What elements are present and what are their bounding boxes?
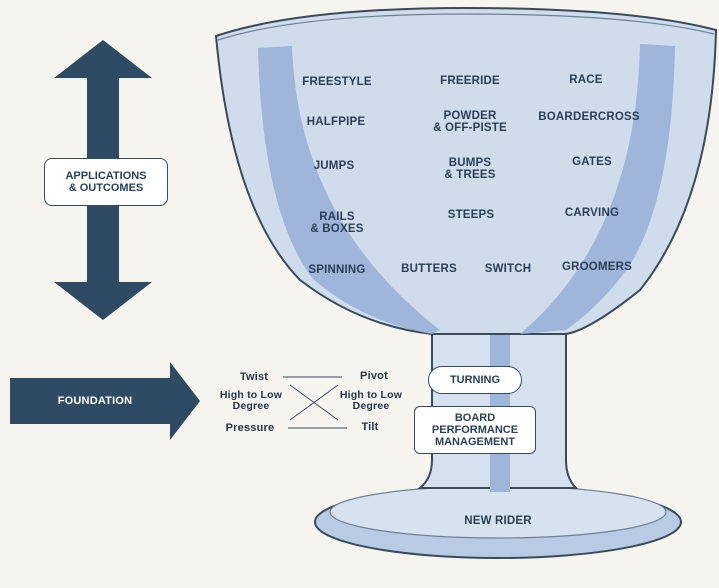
- item-bumps-trees: BUMPS & TREES: [444, 157, 496, 181]
- term-pivot: Pivot: [360, 370, 388, 382]
- term-high-to-low-left: High to Low Degree: [219, 389, 283, 412]
- term-twist: Twist: [239, 371, 269, 383]
- new-rider-label: NEW RIDER: [464, 515, 532, 527]
- foundation-arrow: [10, 362, 200, 440]
- item-freestyle: FREESTYLE: [302, 76, 372, 88]
- item-steeps: STEEPS: [447, 209, 495, 221]
- item-race: RACE: [569, 74, 603, 86]
- term-pressure: Pressure: [225, 422, 275, 434]
- glass-rim: [217, 13, 715, 41]
- applications-outcomes-label: APPLICATIONS & OUTCOMES: [44, 158, 168, 206]
- item-jumps: JUMPS: [313, 160, 355, 172]
- item-powder-off-piste: POWDER & OFF-PISTE: [433, 110, 507, 134]
- bowl-water-left: [258, 46, 440, 334]
- item-switch: SWITCH: [484, 263, 532, 275]
- term-high-to-low-right: High to Low Degree: [339, 389, 403, 412]
- item-freeride: FREERIDE: [440, 75, 500, 87]
- bowl-water-right: [520, 44, 675, 334]
- item-butters: BUTTERS: [401, 263, 457, 275]
- item-carving: CARVING: [564, 207, 620, 219]
- item-gates: GATES: [572, 156, 612, 168]
- item-boardercross: BOARDERCROSS: [538, 111, 640, 123]
- turning-label: TURNING: [428, 366, 522, 394]
- item-spinning: SPINNING: [308, 264, 366, 276]
- item-rails-boxes: RAILS & BOXES: [310, 211, 364, 235]
- glass-base-top: [329, 485, 667, 539]
- cross-arrow-b: [289, 384, 339, 421]
- foundation-label: FOUNDATION: [57, 395, 133, 407]
- board-performance-management-label: BOARD PERFORMANCE MANAGEMENT: [414, 406, 536, 454]
- term-tilt: Tilt: [361, 421, 379, 433]
- item-halfpipe: HALFPIPE: [306, 116, 366, 128]
- item-groomers: GROOMERS: [562, 261, 632, 273]
